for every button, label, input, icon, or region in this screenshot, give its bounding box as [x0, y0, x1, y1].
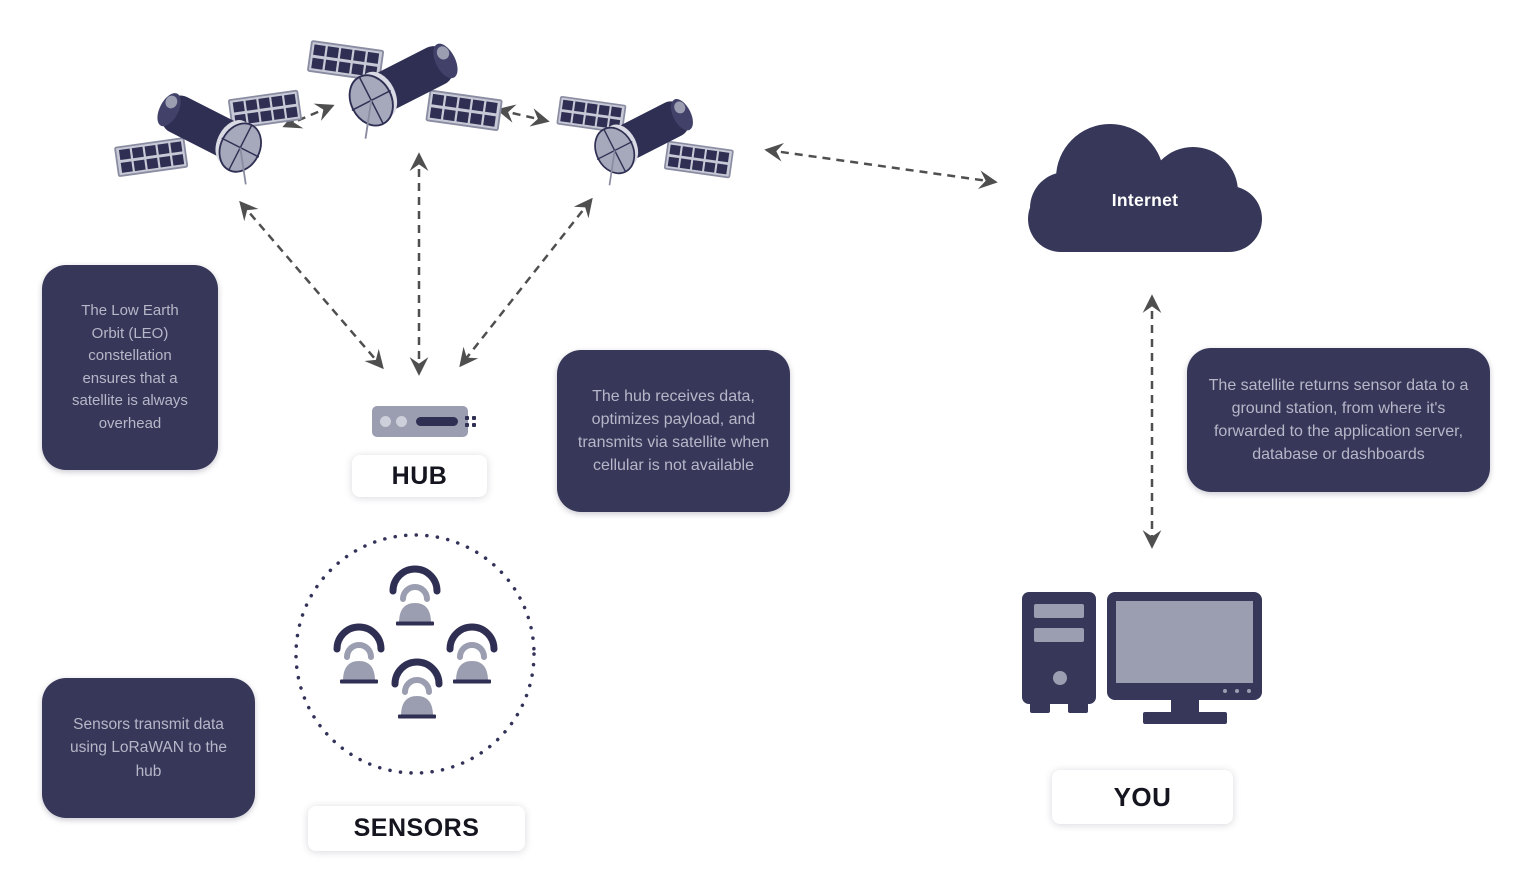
sensor-icon: [450, 627, 494, 684]
hub-ports-icon: [465, 416, 476, 427]
sensors-boundary-circle: [294, 533, 536, 775]
hub-display-icon: [416, 417, 458, 426]
callout-sensors: Sensors transmit data using LoRaWAN to t…: [42, 678, 255, 818]
hub-led-icon: [380, 416, 391, 427]
cloud-icon: [1028, 124, 1262, 252]
sensor-icon: [395, 662, 439, 719]
connection-satellite-center-satellite-right: [496, 104, 550, 127]
computer-icon: [1022, 592, 1262, 724]
connection-hub-satellite-right: [459, 197, 593, 368]
callout-leo-text: The Low Earth Orbit (LEO) constellation …: [72, 302, 188, 432]
hub-label-text: HUB: [391, 461, 448, 490]
callout-hub: The hub receives data, optimizes payload…: [557, 350, 790, 512]
callout-ground-station: The satellite returns sensor data to a g…: [1187, 348, 1490, 492]
connection-satellite-right-internet: [764, 142, 998, 190]
connection-satellite-left-satellite-center: [282, 103, 335, 129]
you-label-text: YOU: [1113, 781, 1172, 812]
satellite-center-icon: [308, 34, 502, 138]
sensors-label-text: SENSORS: [353, 814, 480, 842]
callout-sensors-text: Sensors transmit data using LoRaWAN to t…: [69, 716, 228, 780]
hub-device-icon: [372, 406, 476, 437]
hub-led-icon: [396, 416, 407, 427]
callout-leo: The Low Earth Orbit (LEO) constellation …: [42, 265, 218, 470]
callout-hub-text: The hub receives data, optimizes payload…: [577, 387, 770, 475]
hub-label: HUB: [352, 455, 487, 497]
you-label: YOU: [1052, 770, 1233, 824]
sensor-icon: [393, 569, 437, 626]
computer-monitor: [1107, 592, 1262, 724]
callout-ground-station-text: The satellite returns sensor data to a g…: [1208, 376, 1469, 464]
satellite-right-icon: [557, 91, 733, 186]
connection-hub-satellite-left: [239, 200, 384, 370]
internet-label: Internet: [1111, 190, 1179, 210]
sensor-icon: [337, 627, 381, 684]
sensors-label: SENSORS: [308, 806, 525, 851]
satellite-left-icon: [115, 84, 301, 184]
computer-tower: [1022, 592, 1096, 713]
